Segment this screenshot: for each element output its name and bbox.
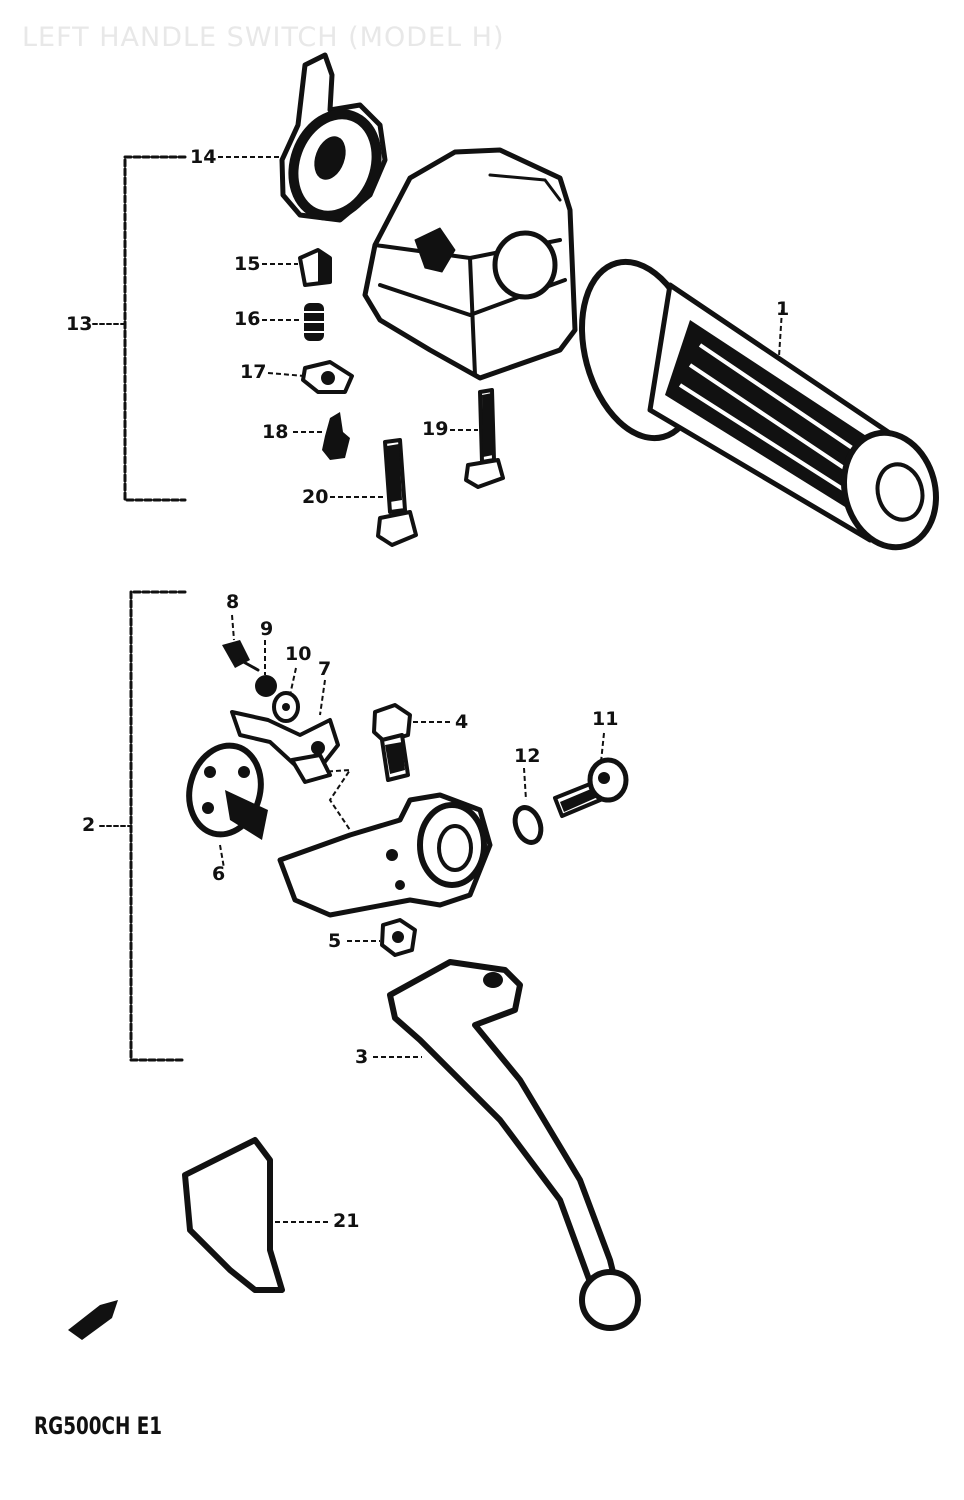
part-21-cover [182,1137,285,1293]
label-part-20: 20 [302,486,329,508]
label-part-14: 14 [190,146,217,168]
diagram-title: LEFT HANDLE SWITCH (MODEL H) [22,22,505,53]
label-part-3: 3 [355,1046,369,1068]
model-code: RG500CH E1 [34,1412,163,1440]
label-part-15: 15 [234,253,261,275]
part-19-screw [464,388,505,489]
label-part-11: 11 [592,708,619,730]
part-10-washer [272,691,300,723]
label-part-7: 7 [318,658,332,680]
direction-arrow-icon [68,1300,118,1340]
part-20-screw [376,438,418,547]
part-18-screw [322,412,350,460]
part-8-screw [222,640,260,672]
part-3-clutch-lever [387,959,641,1331]
label-part-1: 1 [776,298,790,320]
part-16-spring [304,303,324,341]
label-part-19: 19 [422,418,449,440]
part-17-contact-plate [301,360,354,394]
label-part-6: 6 [212,863,226,885]
label-part-16: 16 [234,308,261,330]
label-part-4: 4 [455,711,469,733]
part-9-spring [255,675,277,697]
part-7-bracket [230,710,340,784]
label-part-13: 13 [66,313,93,335]
label-part-12: 12 [514,745,541,767]
part-11-bolt [553,757,629,818]
label-part-10: 10 [285,643,312,665]
part-4-bolt [372,703,412,782]
label-part-5: 5 [328,930,342,952]
part-13-switch-housing [362,147,578,381]
label-part-17: 17 [240,361,267,383]
label-part-18: 18 [262,421,289,443]
part-5-nut [380,918,417,957]
part-14-switch-housing-half [279,52,388,223]
label-part-2: 2 [82,814,96,836]
part-1-handle-grip [578,258,939,551]
label-part-8: 8 [226,591,240,613]
bracket-group-13 [92,155,187,502]
part-15-knob [298,248,332,287]
label-part-21: 21 [333,1210,360,1232]
part-12-washer [512,805,544,845]
bracket-group-2 [99,590,187,1062]
part-6-clutch-switch [186,742,268,840]
label-part-9: 9 [260,618,274,640]
leader-lines [218,156,783,1223]
part-2-lever-holder [277,792,493,918]
